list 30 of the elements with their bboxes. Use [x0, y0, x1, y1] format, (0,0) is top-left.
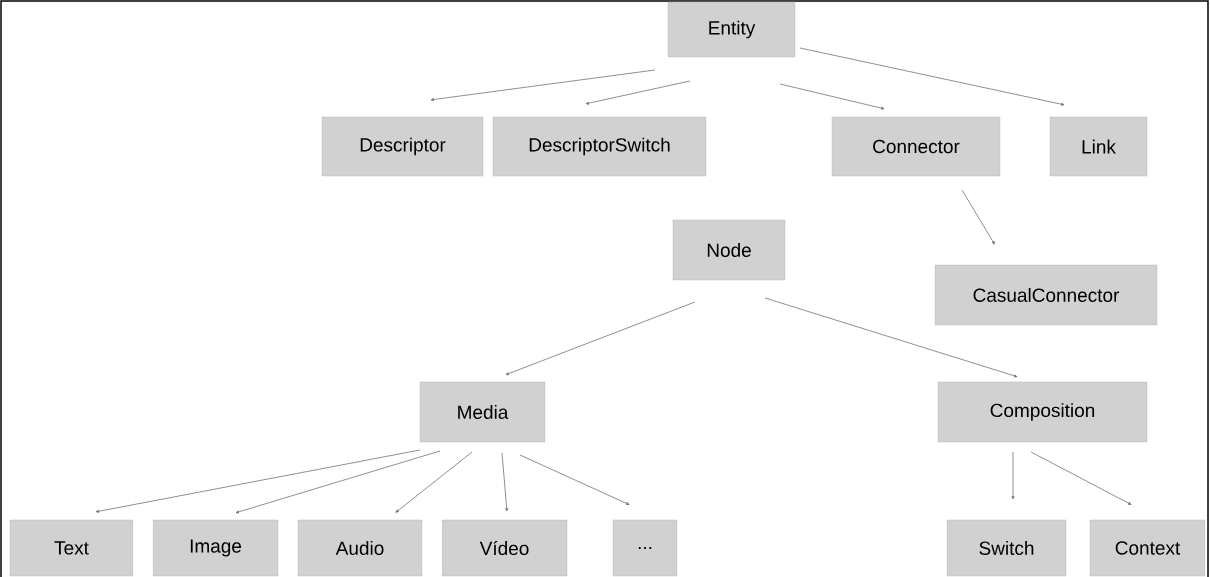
arrow [430, 69, 656, 101]
class-box: Entity [667, 1, 796, 58]
class-box: Link [1049, 116, 1148, 177]
class-box: Audio [297, 519, 423, 577]
arrow [235, 450, 441, 514]
arrow [779, 83, 885, 110]
arrow [764, 297, 1018, 378]
class-box: Descriptor [321, 116, 484, 177]
arrow [501, 452, 509, 512]
class-box: Text [9, 519, 134, 577]
class-box: Switch [946, 519, 1067, 577]
arrow [585, 80, 691, 105]
class-box: Image [152, 519, 279, 577]
arrow [395, 451, 473, 513]
class-box: Vídeo [441, 519, 568, 577]
arrow [519, 454, 630, 505]
class-box: DescriptorSwitch [492, 116, 707, 177]
arrow [799, 47, 1065, 106]
class-box: Context [1089, 519, 1206, 577]
class-box: Media [419, 381, 546, 443]
arrow [95, 449, 421, 513]
class-box: ... [612, 519, 678, 577]
arrow [505, 301, 696, 376]
arrow [961, 189, 995, 245]
arrow [1030, 451, 1132, 505]
class-box: CasualConnector [934, 264, 1158, 326]
arrow [1011, 451, 1015, 500]
class-box: Node [672, 219, 786, 281]
class-box: Composition [937, 381, 1148, 443]
class-box: Connector [831, 116, 1001, 177]
